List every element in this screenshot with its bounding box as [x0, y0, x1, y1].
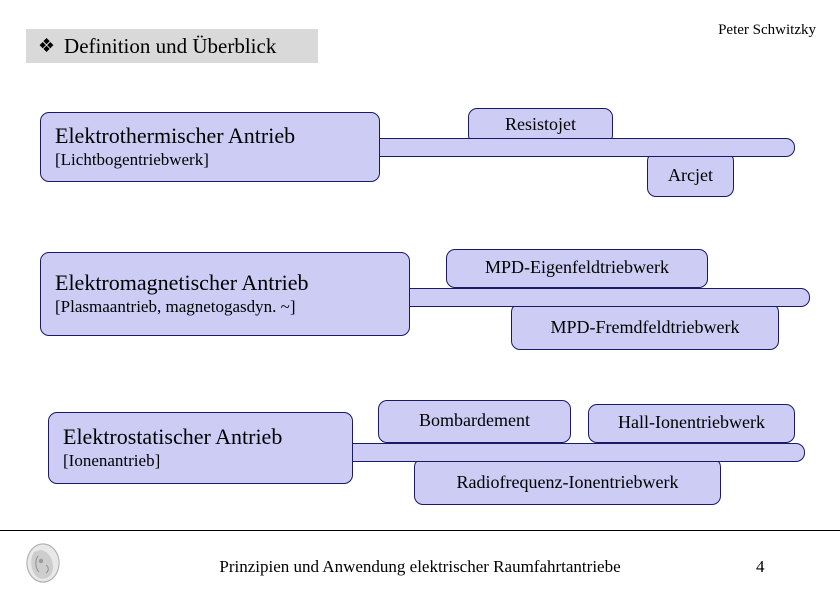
slide-title-band: ❖ Definition und Überblick	[26, 29, 318, 63]
footer-title: Prinzipien und Anwendung elektrischer Ra…	[219, 557, 621, 576]
category-box-elektrothermischer-antrieb: Elektrothermischer Antrieb [Lichtbogentr…	[40, 112, 380, 182]
diamond-bullet-icon: ❖	[38, 35, 56, 57]
connector-bar-row-1	[375, 138, 795, 157]
branch-label: Bombardement	[419, 409, 530, 430]
footer-divider	[0, 530, 840, 531]
page-title: Definition und Überblick	[64, 33, 277, 58]
branch-label: Radiofrequenz-Ionentriebwerk	[456, 471, 679, 492]
university-seal-icon	[26, 543, 60, 583]
author-name: Peter Schwitzky	[718, 22, 816, 38]
branch-box-arcjet: Arcjet	[647, 152, 734, 197]
branch-box-hall-ionentriebwerk: Hall-Ionentriebwerk	[588, 404, 795, 443]
connector-bar-row-2	[405, 288, 810, 307]
branch-label: Resistojet	[505, 114, 576, 135]
category-title: Elektrothermischer Antrieb	[55, 123, 296, 149]
category-subtitle: [Plasmaantrieb, magnetogasdyn. ~]	[55, 297, 296, 317]
branch-box-mpd-eigenfeldtriebwerk: MPD-Eigenfeldtriebwerk	[446, 249, 708, 288]
branch-label: MPD-Fremdfeldtriebwerk	[550, 316, 740, 337]
category-title: Elektrostatischer Antrieb	[63, 424, 283, 450]
branch-box-mpd-fremdfeldtriebwerk: MPD-Fremdfeldtriebwerk	[511, 303, 779, 350]
branch-label: Hall-Ionentriebwerk	[618, 411, 765, 432]
category-subtitle: [Ionenantrieb]	[63, 451, 161, 471]
category-box-elektrostatischer-antrieb: Elektrostatischer Antrieb [Ionenantrieb]	[48, 412, 353, 484]
branch-label: MPD-Eigenfeldtriebwerk	[485, 256, 669, 277]
category-title: Elektromagnetischer Antrieb	[55, 270, 309, 296]
category-subtitle: [Lichtbogentriebwerk]	[55, 150, 209, 170]
category-box-elektromagnetischer-antrieb: Elektromagnetischer Antrieb [Plasmaantri…	[40, 252, 410, 336]
branch-box-radiofrequenz-ionentriebwerk: Radiofrequenz-Ionentriebwerk	[414, 458, 721, 505]
branch-label: Arcjet	[668, 164, 713, 185]
branch-box-bombardement: Bombardement	[378, 400, 571, 443]
page-number: 4	[756, 557, 765, 576]
connector-bar-row-3	[350, 443, 805, 462]
